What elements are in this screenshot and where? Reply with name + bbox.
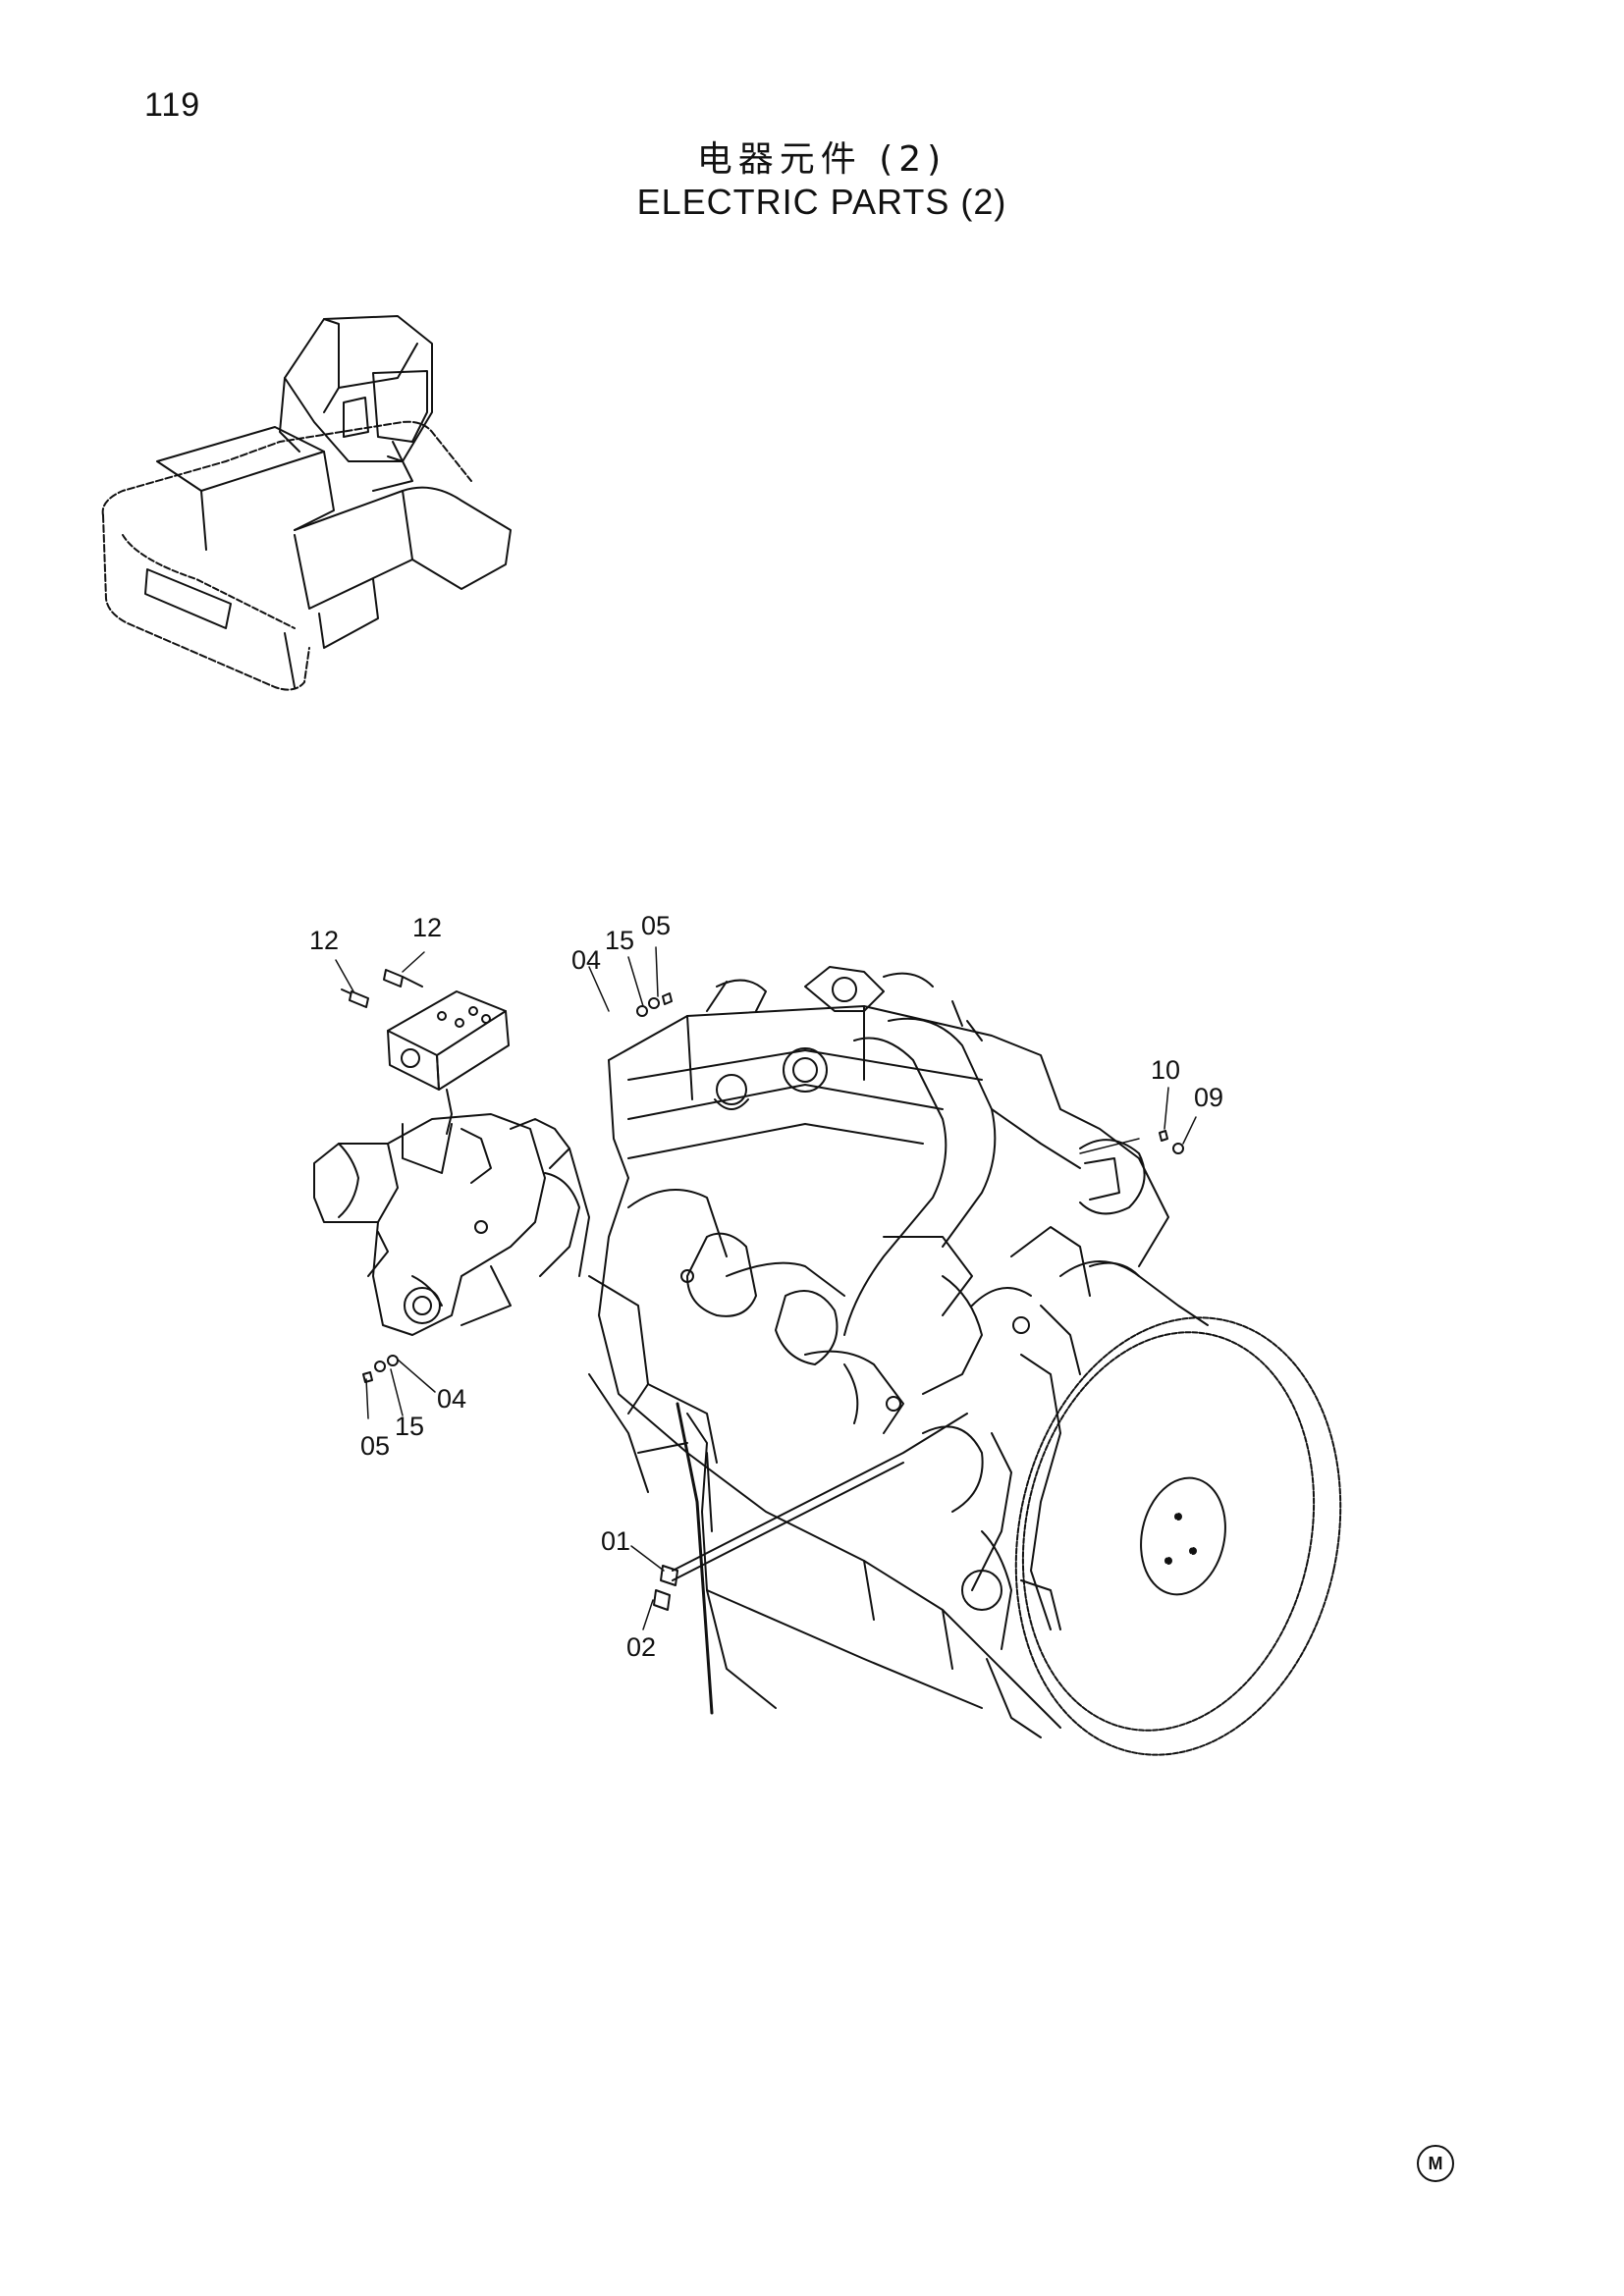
flywheel — [1014, 1316, 1342, 1756]
callout-01: 01 — [601, 1526, 631, 1556]
valve-block-with-pressure-sensors — [341, 969, 510, 1135]
sensor-wiring — [653, 1402, 968, 1715]
leader-lines — [335, 946, 1197, 1630]
excavator-overview-thumbnail — [101, 315, 512, 691]
callout-12-left: 12 — [309, 926, 340, 955]
callout-05-left: 05 — [360, 1431, 391, 1461]
small-hardware — [362, 992, 1184, 1383]
callout-05-top: 05 — [641, 911, 672, 940]
title-chinese: 电器元件 (2) — [696, 139, 947, 180]
title-english: ELECTRIC PARTS (2) — [636, 182, 1007, 222]
callout-02: 02 — [626, 1632, 657, 1662]
hydraulic-pump-assembly — [313, 1113, 580, 1336]
callout-10: 10 — [1151, 1055, 1181, 1085]
callout-15-left: 15 — [395, 1412, 425, 1441]
engine-block — [568, 966, 1169, 1729]
flywheel-housing — [961, 1260, 1209, 1738]
callout-12-right: 12 — [412, 913, 443, 942]
callout-15-top: 15 — [605, 926, 635, 955]
manufacturer-mark-icon: M — [1417, 2145, 1454, 2182]
callout-04-left: 04 — [437, 1384, 467, 1414]
callout-04-top: 04 — [571, 945, 602, 975]
page-number: 119 — [144, 86, 201, 124]
callout-09: 09 — [1194, 1083, 1224, 1112]
